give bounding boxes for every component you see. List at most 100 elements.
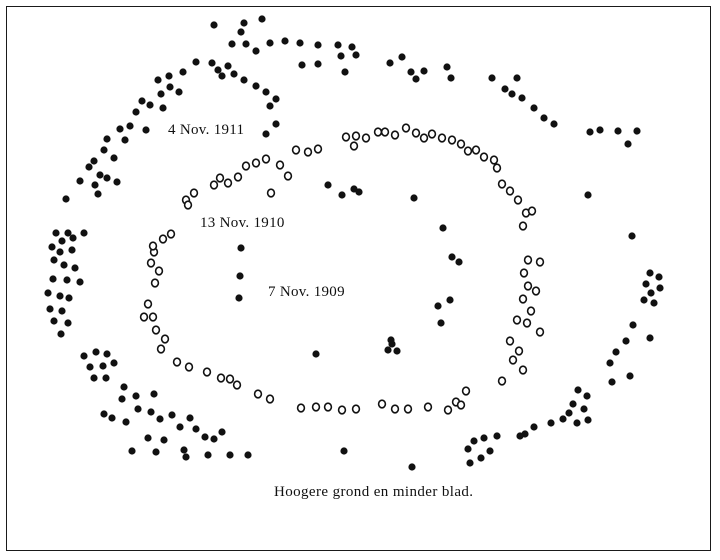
filled-spot xyxy=(235,294,243,302)
filled-spot xyxy=(204,451,212,459)
hollow-spot xyxy=(463,146,473,156)
hollow-spot xyxy=(261,154,271,164)
hollow-spot xyxy=(266,188,276,198)
filled-spot xyxy=(50,317,58,325)
hollow-spot xyxy=(148,241,158,251)
filled-spot xyxy=(120,383,128,391)
filled-spot xyxy=(656,284,664,292)
filled-spot xyxy=(57,330,65,338)
hollow-spot xyxy=(508,355,518,365)
filled-spot xyxy=(312,350,320,358)
hollow-spot xyxy=(403,404,413,414)
filled-spot xyxy=(296,39,304,47)
filled-spot xyxy=(596,126,604,134)
filled-spot xyxy=(455,258,463,266)
filled-spot xyxy=(46,305,54,313)
hollow-spot xyxy=(139,312,149,322)
filled-spot xyxy=(44,289,52,297)
hollow-spot xyxy=(497,376,507,386)
filled-spot xyxy=(50,256,58,264)
hollow-spot xyxy=(209,180,219,190)
filled-spot xyxy=(266,39,274,47)
filled-spot xyxy=(341,68,349,76)
filled-spot xyxy=(622,337,630,345)
hollow-spot xyxy=(512,315,522,325)
hollow-spot xyxy=(233,172,243,182)
hollow-spot xyxy=(479,152,489,162)
hollow-spot xyxy=(351,404,361,414)
filled-spot xyxy=(565,409,573,417)
filled-spot xyxy=(210,21,218,29)
filled-spot xyxy=(584,416,592,424)
filled-spot xyxy=(134,405,142,413)
filled-spot xyxy=(118,395,126,403)
filled-spot xyxy=(224,62,232,70)
filled-spot xyxy=(166,83,174,91)
filled-spot xyxy=(108,414,116,422)
filled-spot xyxy=(94,190,102,198)
filled-spot xyxy=(437,319,445,327)
filled-spot xyxy=(90,157,98,165)
hollow-spot xyxy=(489,155,499,165)
hollow-spot xyxy=(160,334,170,344)
filled-spot xyxy=(121,136,129,144)
hollow-spot xyxy=(341,132,351,142)
filled-spot xyxy=(208,59,216,67)
filled-spot xyxy=(113,178,121,186)
filled-spot xyxy=(559,415,567,423)
filled-spot xyxy=(448,253,456,261)
filled-spot xyxy=(152,448,160,456)
hollow-spot xyxy=(351,131,361,141)
hollow-spot xyxy=(497,179,507,189)
filled-spot xyxy=(230,70,238,78)
filled-spot xyxy=(62,195,70,203)
filled-spot xyxy=(65,294,73,302)
filled-spot xyxy=(180,446,188,454)
filled-spot xyxy=(470,437,478,445)
filled-spot xyxy=(48,243,56,251)
hollow-spot xyxy=(202,367,212,377)
hollow-spot xyxy=(527,206,537,216)
filled-spot xyxy=(201,433,209,441)
filled-spot xyxy=(258,15,266,23)
filled-spot xyxy=(175,88,183,96)
hollow-spot xyxy=(323,402,333,412)
hollow-spot xyxy=(225,374,235,384)
filled-spot xyxy=(384,346,392,354)
hollow-spot xyxy=(151,325,161,335)
filled-spot xyxy=(100,410,108,418)
filled-spot xyxy=(91,181,99,189)
hollow-spot xyxy=(291,145,301,155)
filled-spot xyxy=(337,52,345,60)
filled-spot xyxy=(606,359,614,367)
filled-spot xyxy=(642,280,650,288)
hollow-spot xyxy=(172,357,182,367)
hollow-spot xyxy=(232,380,242,390)
filled-spot xyxy=(80,229,88,237)
hollow-spot xyxy=(373,127,383,137)
filled-spot xyxy=(477,454,485,462)
filled-spot xyxy=(513,74,521,82)
filled-spot xyxy=(228,40,236,48)
filled-spot xyxy=(398,53,406,61)
hollow-spot xyxy=(313,144,323,154)
filled-spot xyxy=(580,405,588,413)
hollow-spot xyxy=(535,327,545,337)
hollow-spot xyxy=(390,130,400,140)
filled-spot xyxy=(298,61,306,69)
filled-spot xyxy=(110,359,118,367)
hollow-spot xyxy=(283,171,293,181)
filled-spot xyxy=(132,392,140,400)
filled-spot xyxy=(240,76,248,84)
filled-spot xyxy=(272,120,280,128)
hollow-spot xyxy=(447,135,457,145)
filled-spot xyxy=(550,120,558,128)
filled-spot xyxy=(122,418,130,426)
filled-spot xyxy=(407,68,415,76)
filled-spot xyxy=(352,51,360,59)
filled-spot xyxy=(186,414,194,422)
filled-spot xyxy=(69,234,77,242)
hollow-spot xyxy=(154,266,164,276)
filled-spot xyxy=(56,292,64,300)
